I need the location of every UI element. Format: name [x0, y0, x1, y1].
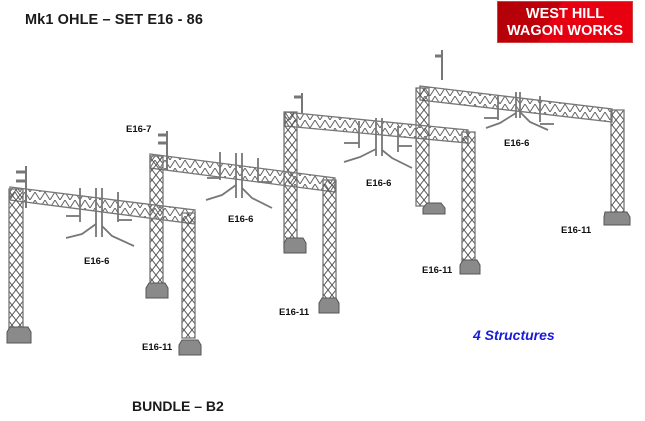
boom-label-structure-4: E16-6 [504, 138, 530, 149]
extra-label-structure-2: E16-7 [126, 124, 152, 135]
logo-line-2: WAGON WORKS [507, 23, 623, 39]
boom-label-structure-1: E16-6 [84, 256, 110, 267]
boom-label-structure-3: E16-6 [366, 178, 392, 189]
bundle-label: BUNDLE – B2 [132, 398, 224, 414]
gantry-structure-2 [145, 131, 340, 314]
mast-label-structure-4: E16-11 [561, 225, 592, 236]
mast-label-structure-2: E16-11 [279, 307, 310, 318]
page-title: Mk1 OHLE – SET E16 - 86 [25, 12, 203, 28]
gantry-structure-4 [415, 50, 631, 226]
mast-label-structure-3: E16-11 [422, 265, 453, 276]
logo-line-1: WEST HILL [525, 6, 605, 22]
structure-count: 4 Structures [473, 327, 555, 343]
gantry-structure-1 [6, 166, 202, 356]
boom-label-structure-2: E16-6 [228, 214, 254, 225]
brand-logo: WEST HILL WAGON WORKS [497, 1, 633, 43]
mast-label-structure-1: E16-11 [142, 342, 173, 353]
